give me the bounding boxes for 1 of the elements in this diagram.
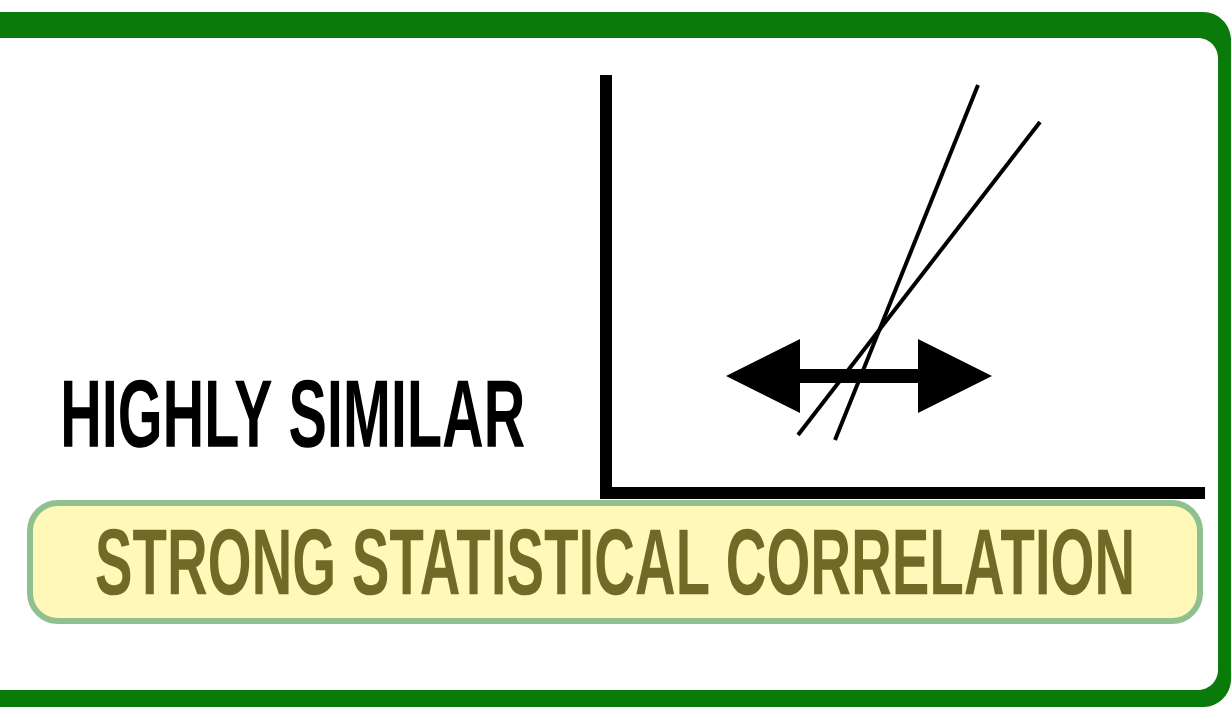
label-box: STRONG STATISTICAL CORRELATION <box>27 500 1203 624</box>
